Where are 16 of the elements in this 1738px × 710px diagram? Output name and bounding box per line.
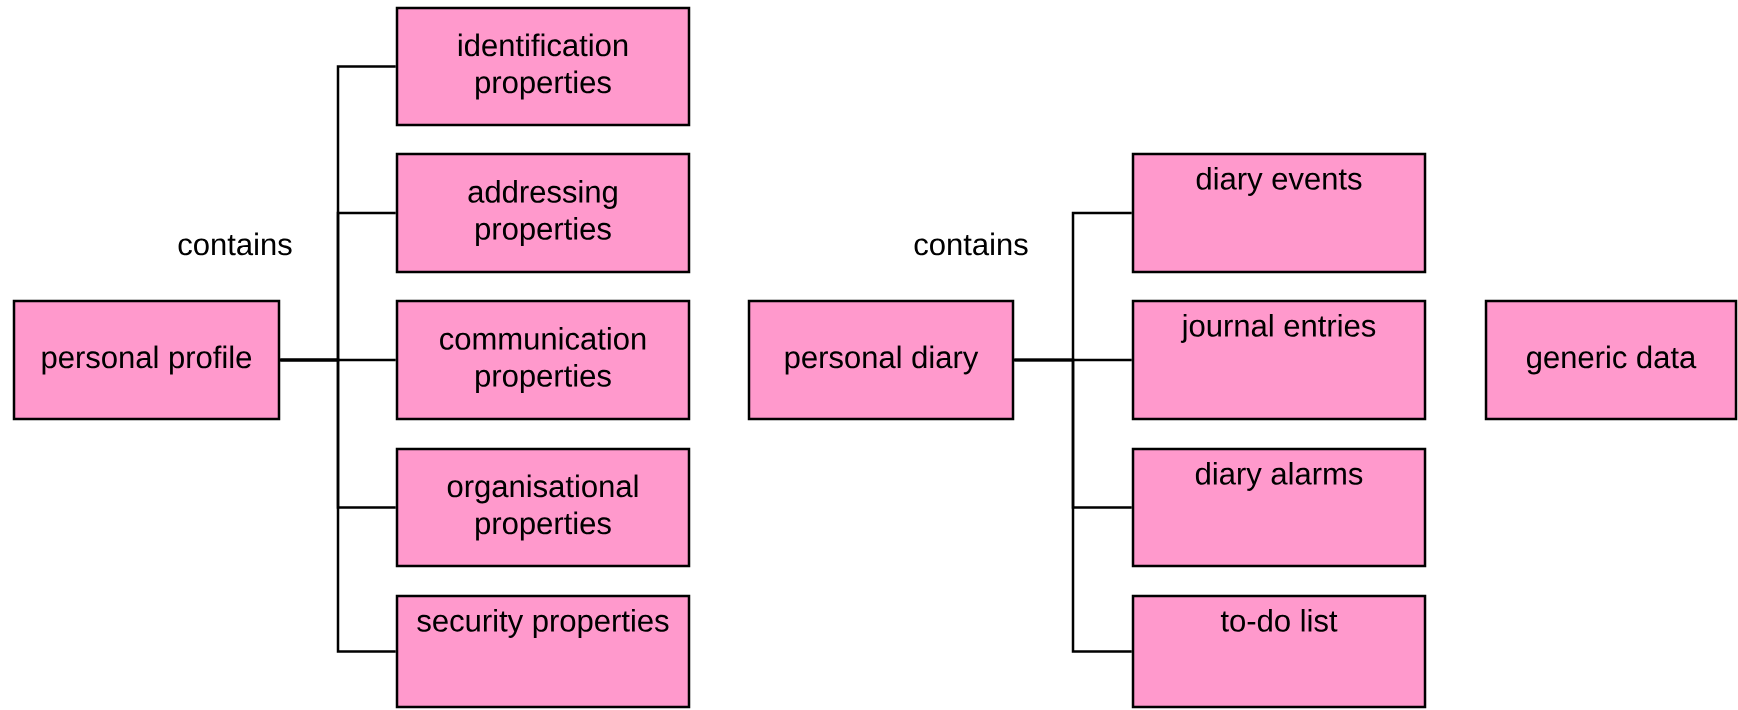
- text-box: communication properties: [395, 299, 691, 421]
- text-box: diary alarms: [1131, 447, 1427, 568]
- text-box: personal diary: [747, 299, 1015, 421]
- text-box: generic data: [1484, 299, 1738, 421]
- relation-label: contains: [178, 232, 292, 256]
- text-box: diary events: [1131, 152, 1427, 274]
- connector-line: [1014, 358, 1132, 653]
- relation-label: contains: [914, 232, 1028, 256]
- text-box: journal entries: [1131, 299, 1427, 421]
- text-box: personal profile: [12, 299, 281, 421]
- text-box: identification properties: [395, 6, 691, 127]
- text-box: organisational properties: [395, 447, 691, 568]
- text-box: to-do list: [1131, 594, 1427, 709]
- text-box: security properties: [395, 594, 691, 709]
- text-box: addressing properties: [395, 152, 691, 274]
- connector-line: [280, 358, 396, 653]
